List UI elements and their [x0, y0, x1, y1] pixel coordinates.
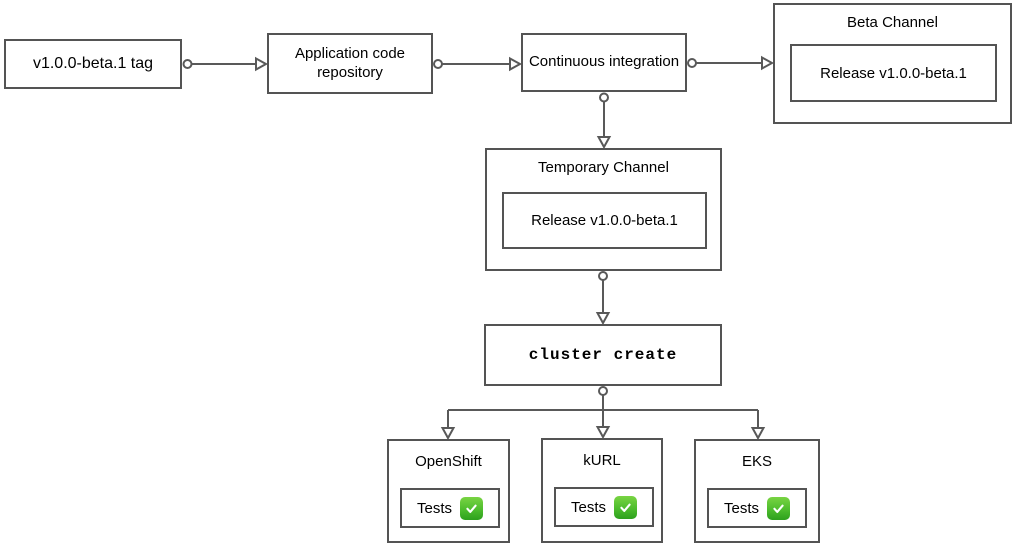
beta-channel-release-label: Release v1.0.0-beta.1	[820, 64, 967, 82]
arrow-ci-to-beta-channel	[687, 55, 775, 71]
node-version-tag-label: v1.0.0-beta.1 tag	[32, 55, 154, 72]
node-continuous-integration-label: Continuous integration	[528, 53, 680, 71]
openshift-tests: Tests	[400, 488, 500, 528]
temporary-channel-release: Release v1.0.0-beta.1	[502, 192, 707, 249]
node-application-code-repository: Application code repository	[267, 33, 433, 94]
temporary-channel-title: Temporary Channel	[538, 159, 669, 176]
node-continuous-integration: Continuous integration	[521, 33, 687, 92]
check-mark-icon	[614, 495, 637, 519]
check-mark-icon	[767, 496, 790, 520]
check-mark-icon	[460, 496, 483, 520]
openshift-title: OpenShift	[415, 453, 482, 470]
arrow-ci-to-temp-channel	[596, 92, 612, 150]
node-temporary-channel: Temporary Channel Release v1.0.0-beta.1	[485, 148, 722, 271]
beta-channel-title: Beta Channel	[847, 14, 938, 31]
eks-title: EKS	[741, 453, 772, 470]
arrow-repo-to-ci	[433, 56, 523, 72]
arrow-temp-channel-to-cluster-create	[595, 271, 611, 326]
eks-tests-label: Tests	[723, 499, 759, 517]
temporary-channel-release-label: Release v1.0.0-beta.1	[531, 212, 678, 229]
node-application-code-repository-label: Application code repository	[294, 44, 406, 81]
node-cluster-create-label: cluster create	[528, 346, 678, 364]
node-platform-kurl: kURL Tests	[541, 438, 663, 543]
node-platform-eks: EKS Tests	[694, 439, 820, 543]
kurl-tests-label: Tests	[570, 498, 606, 516]
node-beta-channel: Beta Channel Release v1.0.0-beta.1	[773, 3, 1012, 124]
beta-channel-release: Release v1.0.0-beta.1	[790, 44, 997, 102]
arrow-cluster-create-to-platforms	[440, 386, 766, 441]
node-version-tag: v1.0.0-beta.1 tag	[4, 39, 182, 89]
openshift-tests-label: Tests	[416, 499, 452, 517]
node-platform-openshift: OpenShift Tests	[387, 439, 510, 543]
kurl-title: kURL	[583, 452, 621, 469]
node-cluster-create: cluster create	[484, 324, 722, 386]
eks-tests: Tests	[707, 488, 807, 528]
arrow-tag-to-repo	[182, 56, 269, 72]
kurl-tests: Tests	[554, 487, 654, 527]
